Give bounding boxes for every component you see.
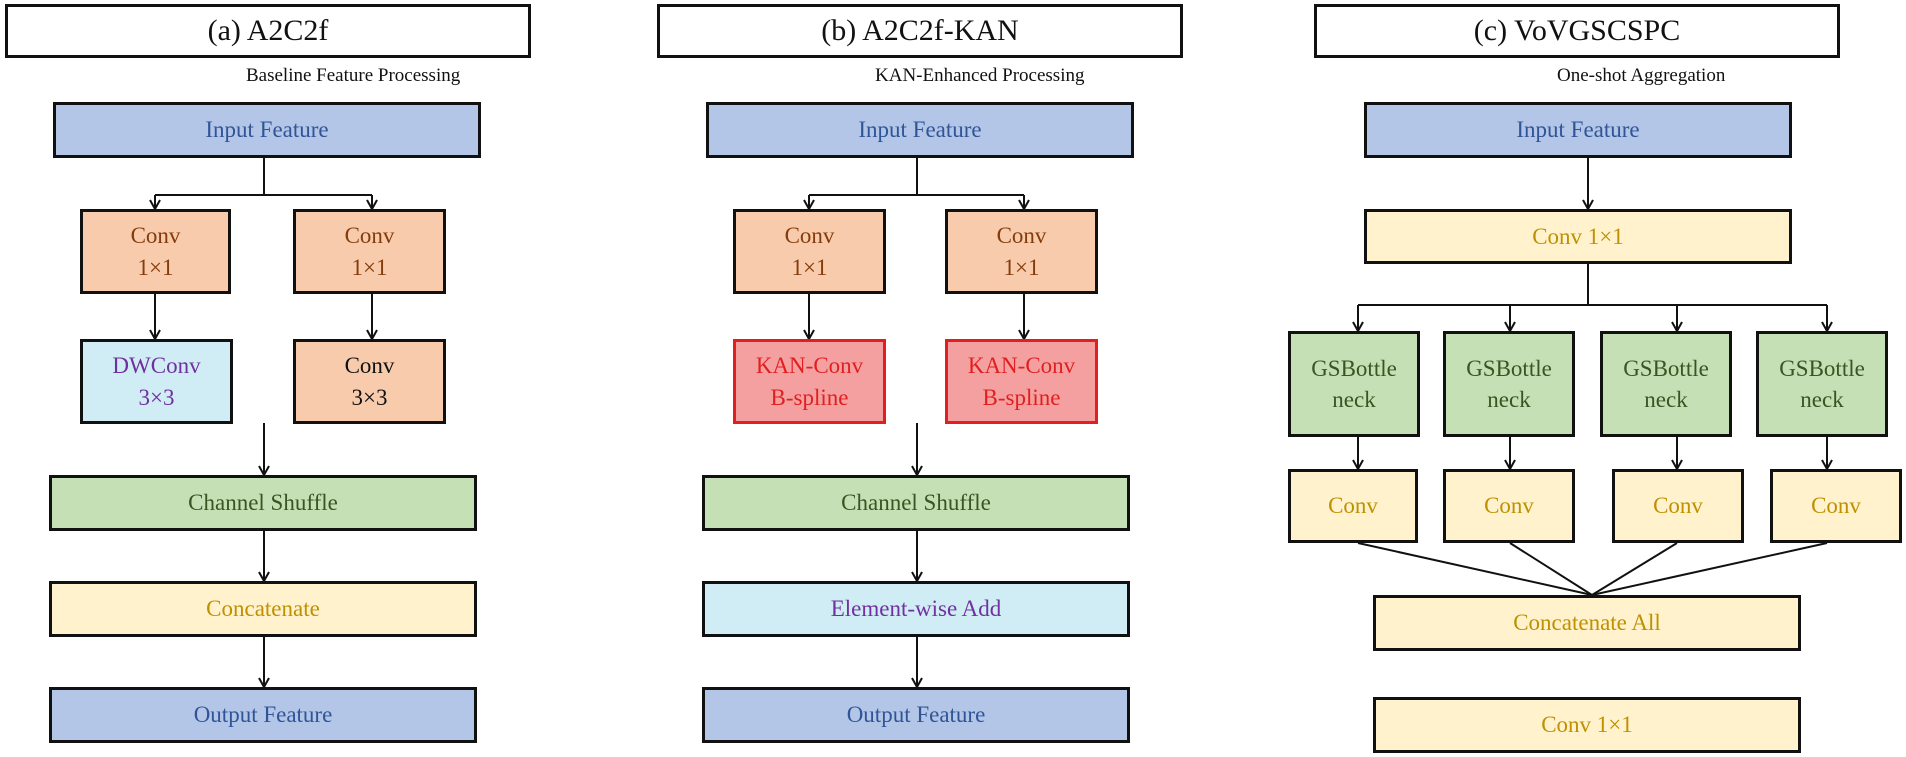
block-sublabel: 1×1 xyxy=(137,254,174,280)
block-label: GSBottle xyxy=(1779,355,1865,381)
block-label: Conv xyxy=(996,223,1047,249)
panel-b-subtitle: KAN-Enhanced Processing xyxy=(875,65,1085,86)
block-sublabel: 3×3 xyxy=(351,384,388,410)
block-label: DWConv xyxy=(112,353,201,379)
panel-b-kan-conv-left: KAN-Conv B-spline xyxy=(733,339,886,424)
panel-b-channel-shuffle: Channel Shuffle xyxy=(702,475,1130,531)
block-sublabel: 3×3 xyxy=(138,384,175,410)
block-sublabel: B-spline xyxy=(982,384,1061,410)
block-sublabel: 1×1 xyxy=(1003,254,1040,280)
panel-c-gsbottleneck-3: GSBottle neck xyxy=(1600,331,1732,437)
panel-c-gsbottleneck-4: GSBottle neck xyxy=(1756,331,1888,437)
block-label: Conv xyxy=(344,353,395,379)
panel-a-concatenate: Concatenate xyxy=(49,581,477,637)
panel-c-conv-2: Conv xyxy=(1443,469,1575,543)
panel-a-conv-1x1-left: Conv 1×1 xyxy=(80,209,231,294)
panel-b-conv-1x1-left: Conv 1×1 xyxy=(733,209,886,294)
block-sublabel: neck xyxy=(1644,387,1688,412)
panel-c-conv-1x1-in: Conv 1×1 xyxy=(1364,209,1792,264)
panel-b-title: (b) A2C2f-KAN xyxy=(657,4,1183,58)
panel-a-subtitle: Baseline Feature Processing xyxy=(246,65,461,86)
panel-b-input-feature: Input Feature xyxy=(706,102,1134,158)
panel-a-input-feature: Input Feature xyxy=(53,102,481,158)
connector xyxy=(1591,542,1678,596)
block-label: Conv xyxy=(784,223,835,249)
connector xyxy=(1509,542,1593,596)
block-label: GSBottle xyxy=(1311,355,1397,381)
panel-b-kan-conv-right: KAN-Conv B-spline xyxy=(945,339,1098,424)
block-sublabel: 1×1 xyxy=(351,254,388,280)
block-sublabel: neck xyxy=(1332,387,1376,412)
panel-c-gsbottleneck-1: GSBottle neck xyxy=(1288,331,1420,437)
panel-c-conv-3: Conv xyxy=(1612,469,1744,543)
panel-c-conv-4: Conv xyxy=(1770,469,1902,543)
block-label: GSBottle xyxy=(1623,355,1709,381)
block-sublabel: B-spline xyxy=(770,384,849,410)
panel-c-subtitle: One-shot Aggregation xyxy=(1557,65,1726,86)
panel-a-conv-1x1-right: Conv 1×1 xyxy=(293,209,446,294)
block-sublabel: neck xyxy=(1800,387,1844,412)
block-label: Conv xyxy=(130,223,181,249)
panel-b-output-feature: Output Feature xyxy=(702,687,1130,743)
connector xyxy=(1357,542,1593,596)
panel-c-conv-1: Conv xyxy=(1288,469,1418,543)
panel-c-input-feature: Input Feature xyxy=(1364,102,1792,158)
panel-a-title: (a) A2C2f xyxy=(5,4,531,58)
panel-c-gsbottleneck-2: GSBottle neck xyxy=(1443,331,1575,437)
panel-a-output-feature: Output Feature xyxy=(49,687,477,743)
block-sublabel: neck xyxy=(1487,387,1531,412)
panel-a-channel-shuffle: Channel Shuffle xyxy=(49,475,477,531)
panel-b-conv-1x1-right: Conv 1×1 xyxy=(945,209,1098,294)
block-sublabel: 1×1 xyxy=(791,254,828,280)
block-label: KAN-Conv xyxy=(755,353,864,379)
panel-b-element-wise-add: Element-wise Add xyxy=(702,581,1130,637)
panel-c-conv-1x1-out: Conv 1×1 xyxy=(1373,697,1801,753)
connector xyxy=(1591,542,1828,596)
panel-a-dwconv-3x3: DWConv 3×3 xyxy=(80,339,233,424)
panel-c-concatenate-all: Concatenate All xyxy=(1373,595,1801,651)
panel-c-title: (c) VoVGSCSPC xyxy=(1314,4,1840,58)
block-label: Conv xyxy=(344,223,395,249)
block-label: KAN-Conv xyxy=(967,353,1076,379)
panel-a-conv-3x3: Conv 3×3 xyxy=(293,339,446,424)
block-label: GSBottle xyxy=(1466,355,1552,381)
